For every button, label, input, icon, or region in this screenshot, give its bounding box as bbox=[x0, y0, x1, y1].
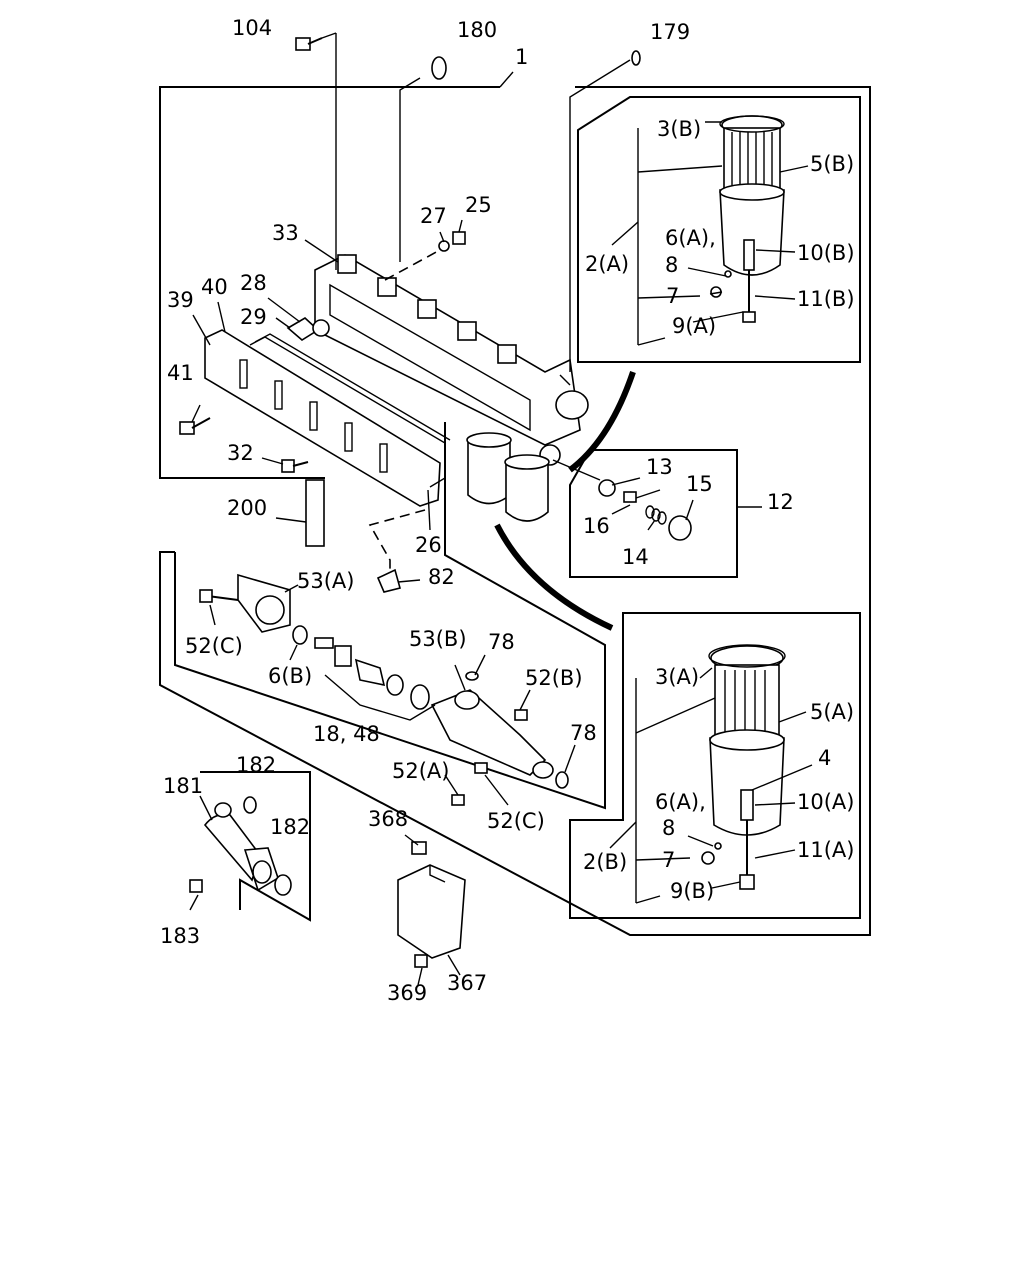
pipe-subframe bbox=[174, 422, 606, 810]
label-6b: 6(B) bbox=[268, 664, 312, 688]
label-16: 16 bbox=[583, 514, 610, 538]
leader-lines-top bbox=[191, 32, 631, 580]
label-367: 367 bbox=[447, 971, 487, 995]
label-18-48: 18, 48 bbox=[313, 722, 380, 746]
label-52c-bot: 52(C) bbox=[487, 809, 545, 833]
elbow-181 bbox=[189, 771, 311, 922]
label-82: 82 bbox=[428, 565, 455, 589]
label-2a: 2(A) bbox=[585, 252, 629, 276]
label-10b: 10(B) bbox=[797, 241, 855, 265]
label-10a: 10(A) bbox=[797, 790, 854, 814]
label-179: 179 bbox=[650, 20, 690, 44]
label-27: 27 bbox=[420, 204, 447, 228]
label-78-bot: 78 bbox=[570, 721, 597, 745]
label-3a: 3(A) bbox=[655, 665, 699, 689]
label-53b: 53(B) bbox=[409, 627, 467, 651]
label-6a-top: 6(A), bbox=[665, 226, 716, 250]
label-26: 26 bbox=[415, 533, 442, 557]
label-11a: 11(A) bbox=[797, 838, 854, 862]
label-7-top: 7 bbox=[666, 284, 679, 308]
main-frame bbox=[159, 86, 871, 936]
lower-filter-box bbox=[569, 612, 861, 919]
label-40: 40 bbox=[201, 275, 228, 299]
filter-element-5a bbox=[701, 645, 785, 890]
label-78-top: 78 bbox=[488, 630, 515, 654]
label-182-b: 182 bbox=[270, 815, 310, 839]
label-53a: 53(A) bbox=[297, 569, 354, 593]
label-200: 200 bbox=[227, 496, 267, 520]
label-5a: 5(A) bbox=[810, 700, 854, 724]
label-180: 180 bbox=[457, 18, 497, 42]
label-368: 368 bbox=[368, 807, 408, 831]
label-11b: 11(B) bbox=[797, 287, 855, 311]
filter-element-5b bbox=[710, 115, 785, 323]
label-6a-bot: 6(A), bbox=[655, 790, 706, 814]
bracket-367 bbox=[397, 834, 466, 986]
label-39: 39 bbox=[167, 288, 194, 312]
label-3b: 3(B) bbox=[657, 117, 701, 141]
label-32: 32 bbox=[227, 441, 254, 465]
label-8-bot: 8 bbox=[662, 816, 675, 840]
label-52c-top: 52(C) bbox=[185, 634, 243, 658]
label-181: 181 bbox=[163, 774, 203, 798]
label-5b: 5(B) bbox=[810, 152, 854, 176]
callout-labels: 104 180 1 179 3(B) 5(B) 6(A), 2(A) 8 10(… bbox=[160, 16, 855, 1005]
label-52a: 52(A) bbox=[392, 759, 449, 783]
label-29: 29 bbox=[240, 305, 267, 329]
label-9a: 9(A) bbox=[672, 314, 716, 338]
relief-valve-box bbox=[552, 449, 762, 578]
label-12: 12 bbox=[767, 490, 794, 514]
label-104: 104 bbox=[232, 16, 272, 40]
label-13: 13 bbox=[646, 455, 673, 479]
label-14: 14 bbox=[622, 545, 649, 569]
label-4: 4 bbox=[818, 746, 831, 770]
label-7-bot: 7 bbox=[662, 848, 675, 872]
label-8-top: 8 bbox=[665, 253, 678, 277]
label-41: 41 bbox=[167, 361, 194, 385]
label-15: 15 bbox=[686, 472, 713, 496]
label-369: 369 bbox=[387, 981, 427, 1005]
label-183: 183 bbox=[160, 924, 200, 948]
label-33: 33 bbox=[272, 221, 299, 245]
label-9b: 9(B) bbox=[670, 879, 714, 903]
label-182-a: 182 bbox=[236, 753, 276, 777]
label-28: 28 bbox=[240, 271, 267, 295]
label-52b: 52(B) bbox=[525, 666, 583, 690]
oil-cooler-assembly bbox=[179, 37, 641, 547]
label-2b: 2(B) bbox=[583, 850, 627, 874]
label-25: 25 bbox=[465, 193, 492, 217]
upper-filter-box bbox=[577, 96, 861, 363]
label-1: 1 bbox=[515, 45, 528, 69]
